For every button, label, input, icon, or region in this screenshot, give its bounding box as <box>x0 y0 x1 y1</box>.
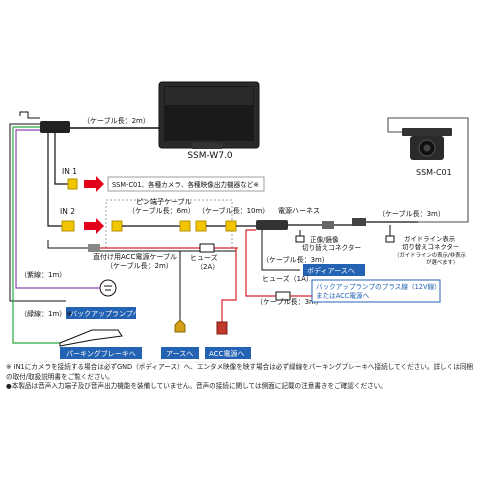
in2-label: IN 2 <box>60 207 75 216</box>
harness-inline-part <box>322 221 334 229</box>
in2-arrow <box>84 218 104 234</box>
camera-unit <box>402 128 452 160</box>
green-wire <box>12 126 60 344</box>
pin-plug-left <box>111 220 123 232</box>
backup-lamp-label: バックアップランプへ <box>70 310 140 318</box>
parking-label: パーキングブレーキへ <box>66 349 136 358</box>
purple-wire <box>15 129 98 289</box>
in1-target-box <box>107 176 265 192</box>
mirror-connector <box>295 235 305 243</box>
in2-cable <box>47 133 62 227</box>
in1-target-text: SSM-C01、各種カメラ、各種映像出力機器など※ <box>112 180 259 189</box>
acc-box <box>205 347 251 359</box>
monitor-unit <box>158 81 260 149</box>
in1-cable <box>54 133 73 185</box>
pin-cable-name: ピン端子ケーブル <box>136 197 192 206</box>
earth-terminal <box>174 319 186 333</box>
acc-connector-left <box>88 244 100 252</box>
acc-label: ACC電源へ <box>209 349 244 358</box>
backup-lamp-icon <box>99 279 117 297</box>
backup-lamp-box <box>66 307 136 319</box>
harness-earth-length: （ケーブル長：3m） <box>262 255 329 264</box>
pin-plug-right <box>179 220 191 232</box>
footnotes: ※ IN1にカメラを接続する場合は必ずGND（ボディアース）へ、エンタメ映像を映… <box>6 363 474 392</box>
fuse2a-line2: （2A） <box>196 263 219 271</box>
aux-wire <box>19 111 40 119</box>
camera-model-label: SSM-C01 <box>416 168 452 177</box>
monitor-cable-length: （ケーブル長：2m） <box>83 116 150 125</box>
fuse2a-part <box>199 243 215 253</box>
in2-connector <box>61 220 75 232</box>
acc-cable-line1: 直付け用ACC電源ケーブル <box>93 252 177 261</box>
acc-plus-drop <box>221 248 237 322</box>
green-wire-label: （緑線：1m）※ <box>20 309 72 318</box>
guide-note: （ガイドラインの表示/非表示 <box>394 251 467 259</box>
guide-line2: 切り替えコネクター <box>402 242 459 251</box>
in1-connector <box>67 178 78 190</box>
fuse1a-label: ヒューズ（1A） <box>262 274 313 283</box>
camera-cable-length: （ケーブル長：3m） <box>378 209 445 218</box>
fuse1a-length: （ケーブル長：3m） <box>256 297 323 306</box>
acc-feed-line <box>47 240 88 249</box>
in1-label: IN 1 <box>62 167 77 176</box>
parking-brake-icon <box>59 329 123 347</box>
mirror-conn-line2: 切り替えコネクター <box>302 243 361 252</box>
guide-connector <box>385 235 395 243</box>
earth-box <box>161 347 199 359</box>
parking-box <box>60 347 142 359</box>
backup-plus-line1: バックアップランプのプラス線（12V線） <box>316 282 441 291</box>
backup-plus-line2: またはACC電源へ <box>316 291 370 300</box>
footnote-2: ●本製品は音声入力端子及び音声出力機能を装備していません。音声の接続に関しては側… <box>6 382 387 390</box>
ext-cable-length: （ケーブル長：10m） <box>198 206 269 215</box>
harness-body <box>256 220 288 230</box>
cable-junction <box>40 121 70 133</box>
acc-cable-line2: （ケーブル長：2m） <box>106 261 173 270</box>
mirror-conn-line1: 正像/鏡像 <box>310 235 339 244</box>
camera-connector <box>352 218 366 226</box>
earth-label: アースへ <box>166 350 193 358</box>
body-earth-box <box>303 264 365 276</box>
ext-plug-left <box>195 220 207 232</box>
guide-note2: が選べます） <box>426 258 458 266</box>
in1-arrow <box>84 176 104 192</box>
harness-earth-wire <box>261 230 300 271</box>
acc-terminal <box>216 321 228 335</box>
camera-frame-line <box>387 117 469 223</box>
guide-line1: ガイドライン表示 <box>404 234 456 243</box>
footnote-1: ※ IN1にカメラを接続する場合は必ずGND（ボディアース）へ、エンタメ映像を映… <box>6 363 474 381</box>
body-earth-label: ボディアースへ <box>307 266 355 275</box>
harness-red-wire <box>245 229 276 297</box>
harness-name: 電源ハーネス <box>278 206 320 215</box>
earth-wire <box>9 123 66 302</box>
pin-cable-length: （ケーブル長：6m） <box>128 206 195 215</box>
ext-plug-right <box>225 220 237 232</box>
backup-plus-box <box>311 279 441 303</box>
monitor-model-label: SSM-W7.0 <box>187 151 233 161</box>
fuse2a-line1: ヒューズ <box>190 253 218 262</box>
purple-wire-label: （紫線：1m） <box>20 270 66 279</box>
